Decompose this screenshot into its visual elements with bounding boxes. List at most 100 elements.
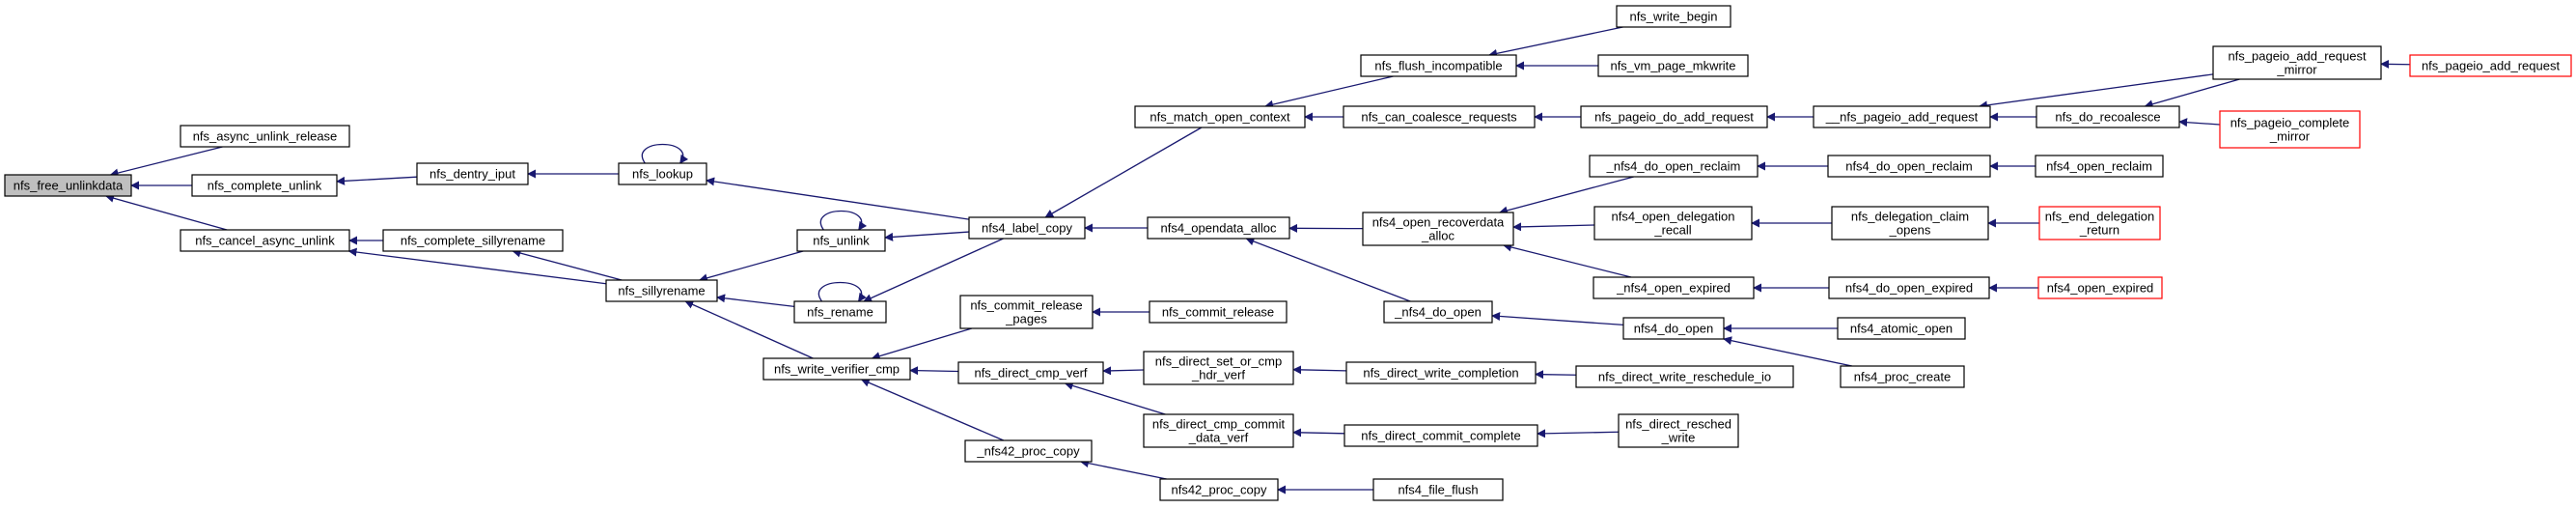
edge-direct_set_or_cmp-to-direct_cmp_verf — [1102, 366, 1145, 376]
node-box — [180, 125, 350, 148]
node-nfs4-open-expired-mid[interactable]: nfs4_do_open_expired — [1828, 276, 1990, 299]
node-direct-set-or-cmp[interactable]: nfs_direct_set_or_cmp_hdr_verf — [1143, 351, 1294, 385]
edge-nfs42_proc_copy-to-nfs42_proc_copy_u — [1079, 459, 1167, 480]
edge-pageio_complete_mirror-to-do_recoalesce — [2178, 118, 2221, 127]
node-nfs4-do-open[interactable]: nfs4_do_open — [1622, 317, 1725, 340]
node-vm-page-mkwrite[interactable]: nfs_vm_page_mkwrite — [1597, 54, 1749, 77]
node-label: nfs_direct_commit_complete — [1361, 429, 1520, 443]
node-do-recoalesce[interactable]: nfs_do_recoalesce — [2036, 105, 2180, 128]
node-free-unlinkdata[interactable]: nfs_free_unlinkdata — [4, 174, 132, 197]
node-commit-release-pages[interactable]: nfs_commit_release_pages — [959, 295, 1094, 329]
edge-nfs42_proc_copy_u-to-write_verifier_cmp — [860, 379, 1005, 441]
node-open-recoverdata-alloc[interactable]: nfs4_open_recoverdata_alloc — [1362, 212, 1514, 246]
node-lookup[interactable]: nfs_lookup — [618, 162, 707, 185]
node-dentry-iput[interactable]: nfs_dentry_iput — [416, 162, 529, 185]
node-rename[interactable]: nfs_rename — [793, 300, 887, 324]
node-unlink[interactable]: nfs_unlink — [796, 229, 886, 252]
node-label: nfs_match_open_context — [1150, 110, 1290, 125]
node-label: _return — [2079, 223, 2119, 238]
node-box — [2212, 45, 2382, 80]
node-layer: nfs_free_unlinkdata nfs_async_unlink_rele… — [4, 5, 2572, 501]
node-delegation-claim-opens[interactable]: nfs_delegation_claim_opens — [1831, 206, 1989, 240]
node-open-expired[interactable]: nfs4_open_expired — [2037, 276, 2163, 299]
node-label: nfs_direct_set_or_cmp — [1155, 354, 1283, 369]
node-nfs4-do-open-u[interactable]: _nfs4_do_open — [1383, 300, 1493, 324]
edge-open_delegation_recall-to-open_recoverdata_alloc — [1512, 222, 1595, 232]
node-direct-resched-write[interactable]: nfs_direct_resched_write — [1618, 413, 1739, 448]
node-commit-release[interactable]: nfs_commit_release — [1149, 300, 1288, 324]
edge-nfs4_do_open-to-nfs4_do_open_u — [1491, 311, 1624, 326]
node-box — [2037, 276, 2163, 299]
node-nfs4-do-open-reclaim-u[interactable]: _nfs4_do_open_reclaim — [1589, 155, 1759, 178]
node-match-open-context[interactable]: nfs_match_open_context — [1134, 105, 1306, 128]
node-nfs42-proc-copy-u[interactable]: _nfs42_proc_copy — [964, 439, 1093, 463]
node-cancel-async-unlink[interactable]: nfs_cancel_async_unlink — [180, 229, 350, 252]
node-write-verifier-cmp[interactable]: nfs_write_verifier_cmp — [762, 357, 911, 381]
edge-layer — [105, 26, 2411, 495]
node-box — [1575, 365, 1794, 388]
edge-direct_cmp_commit-to-direct_cmp_verf — [1064, 382, 1166, 415]
node-nfs4-label-copy[interactable]: nfs4_label_copy — [968, 216, 1086, 240]
node-label: nfs_pageio_add_request — [2422, 59, 2561, 73]
node-box — [2409, 54, 2572, 77]
node-complete-sillyrename[interactable]: nfs_complete_sillyrename — [382, 229, 564, 252]
edge-nfs4_do_open_u-to-opendata_alloc — [1245, 237, 1411, 302]
node-box — [1149, 300, 1288, 324]
edge-flush_incompatible-to-match_open_context — [1264, 75, 1394, 109]
node-box — [180, 229, 350, 252]
node-complete-unlink[interactable]: nfs_complete_unlink — [191, 174, 338, 197]
node-write-begin[interactable]: nfs_write_begin — [1616, 5, 1731, 28]
node-direct-commit-complete[interactable]: nfs_direct_commit_complete — [1343, 424, 1538, 447]
node-label: _nfs4_open_expired — [1616, 281, 1731, 296]
node-end-delegation-return[interactable]: nfs_end_delegation_return — [2038, 206, 2161, 240]
node-open-reclaim[interactable]: nfs4_open_reclaim — [2035, 155, 2164, 178]
node-can-coalesce-requests[interactable]: nfs_can_coalesce_requests — [1343, 105, 1536, 128]
edge-pageio_add_request_mirror-to-pageio_add_request_u — [1979, 73, 2214, 110]
node-pageio-do-add-request[interactable]: nfs_pageio_do_add_request — [1580, 105, 1768, 128]
node-flush-incompatible[interactable]: nfs_flush_incompatible — [1360, 54, 1517, 77]
node-label: _nfs42_proc_copy — [976, 444, 1080, 459]
node-nfs4-do-open-reclaim[interactable]: nfs4_do_open_reclaim — [1827, 155, 1991, 178]
node-opendata-alloc[interactable]: nfs4_opendata_alloc — [1147, 216, 1290, 240]
node-label: nfs_complete_unlink — [208, 179, 322, 193]
node-pageio-add-request-u[interactable]: __nfs_pageio_add_request — [1813, 105, 1991, 128]
edge-cancel_async_unlink-to-free_unlinkdata — [105, 193, 228, 231]
node-direct-cmp-commit[interactable]: nfs_direct_cmp_commit_data_verf — [1143, 413, 1294, 448]
node-label: _write — [1661, 431, 1696, 445]
edge-nfs4_label_copy-to-rename — [863, 238, 1004, 302]
node-label: nfs4_do_open — [1634, 322, 1713, 336]
node-label: nfs4_opendata_alloc — [1161, 221, 1277, 236]
node-nfs42-proc-copy[interactable]: nfs42_proc_copy — [1159, 478, 1279, 501]
node-box — [2219, 110, 2361, 149]
node-pageio-complete-mirror[interactable]: nfs_pageio_complete_mirror — [2219, 110, 2361, 149]
node-box — [793, 300, 887, 324]
node-proc-create[interactable]: nfs4_proc_create — [1840, 365, 1965, 388]
node-nfs4-open-expired-u[interactable]: _nfs4_open_expired — [1593, 276, 1755, 299]
node-box — [1159, 478, 1279, 501]
node-label: nfs_direct_write_completion — [1363, 366, 1518, 381]
edge-direct_cmp_verf-to-write_verifier_cmp — [909, 366, 959, 376]
node-label: nfs_pageio_do_add_request — [1594, 110, 1754, 125]
node-label: nfs_direct_cmp_verf — [974, 366, 1087, 381]
node-nfs4-file-flush[interactable]: nfs4_file_flush — [1372, 478, 1504, 501]
node-box — [964, 439, 1093, 463]
node-direct-cmp-verf[interactable]: nfs_direct_cmp_verf — [957, 361, 1104, 384]
node-async-unlink-release[interactable]: nfs_async_unlink_release — [180, 125, 350, 148]
node-direct-write-completion[interactable]: nfs_direct_write_completion — [1345, 361, 1537, 384]
node-open-delegation-recall[interactable]: nfs4_open_delegation_recall — [1593, 206, 1753, 240]
edge-nfs4_do_open_reclaim_u-to-open_recoverdata_alloc — [1498, 176, 1634, 215]
node-pageio-add-request[interactable]: nfs_pageio_add_request — [2409, 54, 2572, 77]
node-direct-write-reschedule-io[interactable]: nfs_direct_write_reschedule_io — [1575, 365, 1794, 388]
node-label: nfs4_proc_create — [1854, 370, 1951, 384]
node-atomic-open[interactable]: nfs4_atomic_open — [1837, 317, 1966, 340]
edge-nfs4_label_copy-to-lookup — [706, 177, 970, 220]
edge-rename-to-sillyrename — [716, 294, 795, 307]
node-label: _opens — [1889, 223, 1931, 238]
node-label: nfs_end_delegation — [2045, 210, 2155, 224]
edge-unlink-to-sillyrename — [698, 250, 804, 283]
node-label: nfs_write_verifier_cmp — [774, 362, 900, 377]
node-label: nfs_delegation_claim — [1851, 210, 1969, 224]
node-sillyrename[interactable]: nfs_sillyrename — [605, 279, 718, 302]
node-box — [2035, 155, 2164, 178]
node-pageio-add-request-mirror[interactable]: nfs_pageio_add_request_mirror — [2212, 45, 2382, 80]
